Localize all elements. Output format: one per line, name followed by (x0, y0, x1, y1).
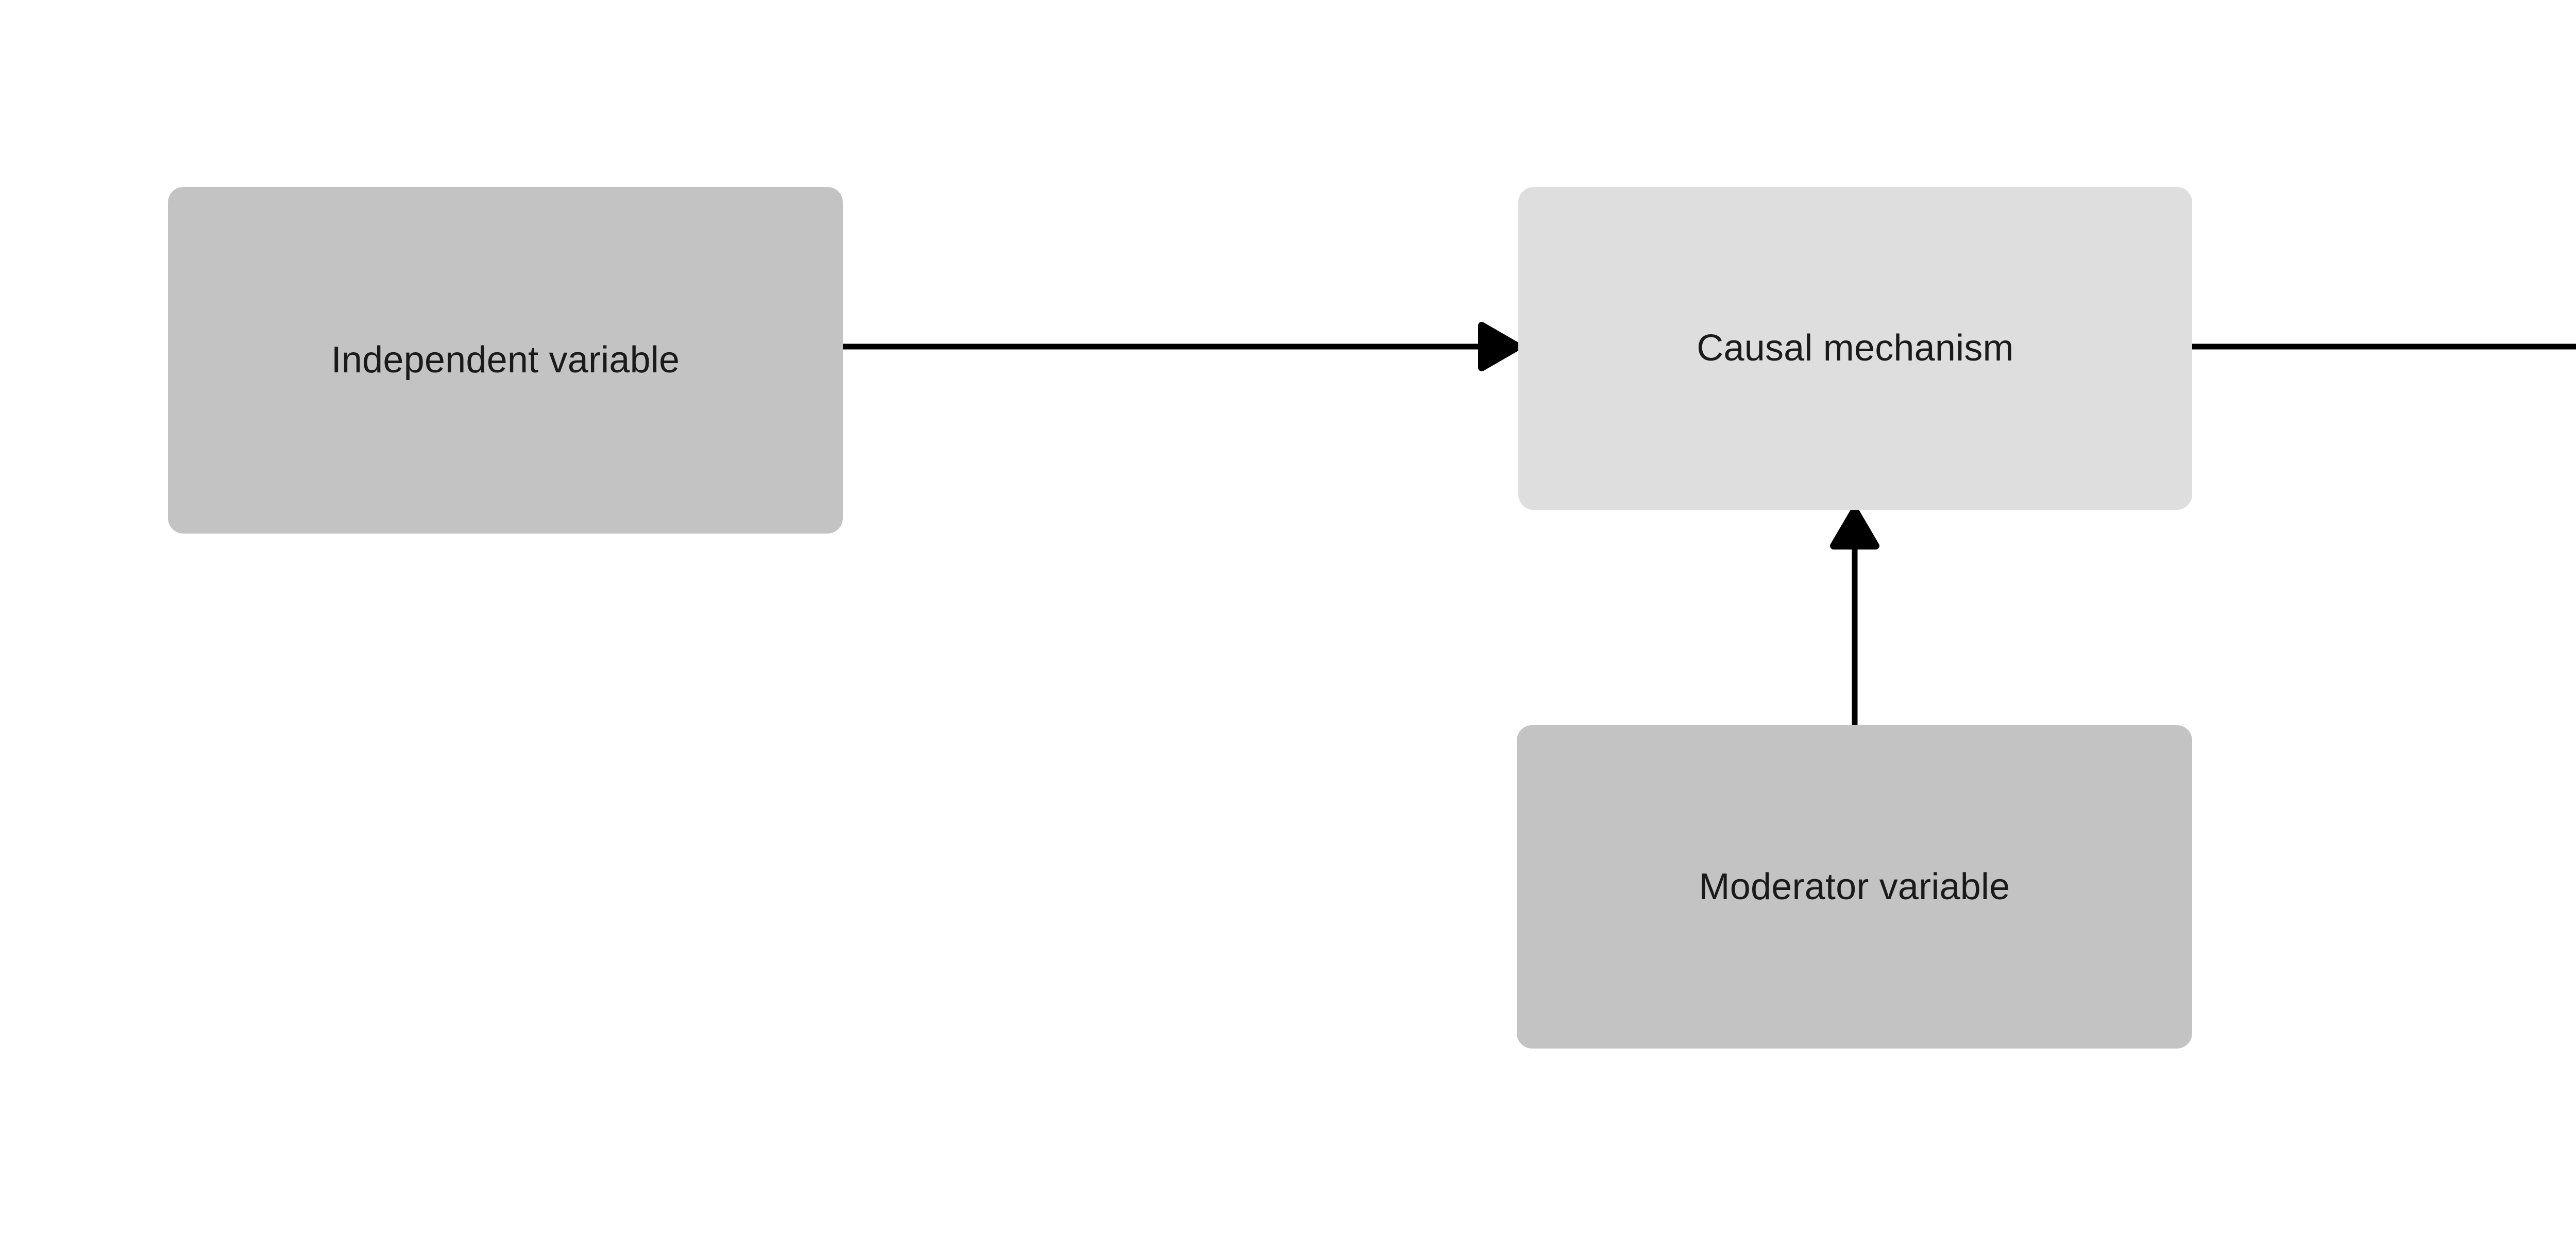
edge-causal-to-dependent (2189, 344, 2576, 350)
arrowhead-moderator-to-causal (1830, 506, 1879, 550)
node-moderator-variable[interactable]: Moderator variable (1517, 725, 2192, 1049)
node-causal-mechanism[interactable]: Causal mechanism (1518, 187, 2192, 510)
edge-independent-to-causal (840, 322, 1522, 371)
node-label-causal-mechanism: Causal mechanism (1697, 328, 2014, 369)
node-independent-variable[interactable]: Independent variable (168, 187, 843, 534)
edge-moderator-to-causal (1830, 506, 1879, 728)
arrowhead-independent-to-causal (1478, 322, 1522, 371)
node-label-moderator-variable: Moderator variable (1699, 866, 2010, 907)
node-label-independent-variable: Independent variable (331, 339, 680, 381)
